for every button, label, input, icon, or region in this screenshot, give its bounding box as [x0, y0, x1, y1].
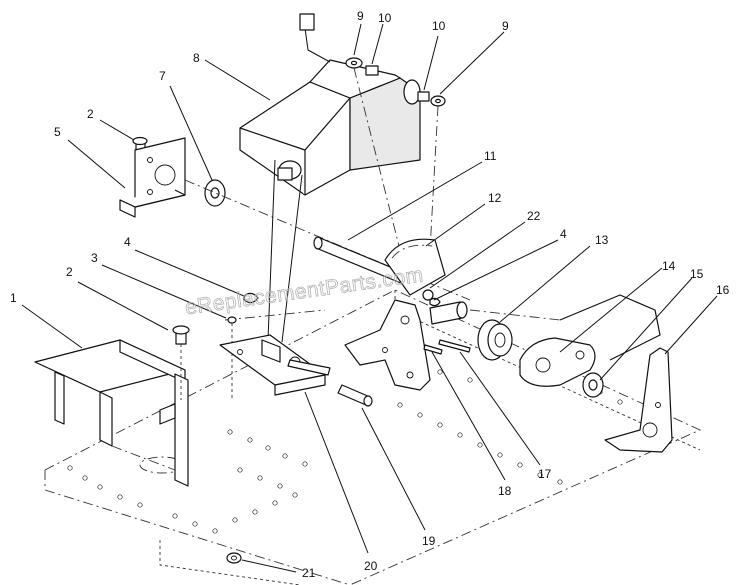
callout-17: 17 [538, 467, 552, 481]
callout-15: 15 [690, 267, 704, 281]
part-10-spacer-left [365, 65, 379, 76]
part-2-bolt-lower [172, 325, 190, 400]
callout-12: 12 [488, 191, 502, 205]
lever-arm [344, 299, 468, 391]
leader-lines [21, 23, 718, 573]
callout-18: 18 [498, 484, 512, 498]
part-10-spacer-right [417, 91, 430, 102]
callout-4-left: 4 [124, 235, 131, 249]
part-8-motor [239, 13, 421, 196]
callout-21: 21 [302, 566, 316, 580]
callout-13: 13 [595, 233, 609, 247]
callout-14: 14 [662, 259, 676, 273]
part-13-bearing [477, 319, 513, 361]
watermark-text: eReplacementParts.com [184, 263, 425, 319]
part-3-pin [227, 316, 237, 400]
part-7-bushing [204, 179, 226, 207]
part-22-pin [422, 289, 434, 301]
callout-20: 20 [364, 559, 378, 573]
callout-4-right: 4 [560, 227, 567, 241]
part-4-clip-left [243, 292, 259, 304]
callout-labels: 1 2 2 3 4 4 5 7 8 9 9 10 10 11 12 13 14 … [10, 9, 730, 580]
part-9-washer-left [345, 57, 363, 69]
side-plate [469, 294, 661, 361]
callout-2-lower: 2 [66, 265, 73, 279]
part-4-clip-right [429, 297, 441, 307]
part-19-sleeve [337, 384, 373, 407]
callout-1: 1 [10, 291, 17, 305]
callout-5: 5 [54, 125, 61, 139]
callout-10-left: 10 [378, 11, 392, 25]
callout-2-upper: 2 [87, 107, 94, 121]
callout-8: 8 [193, 51, 200, 65]
callout-11: 11 [484, 149, 497, 163]
part-20-yoke [219, 334, 331, 396]
callout-22: 22 [527, 209, 541, 223]
callout-19: 19 [422, 534, 436, 548]
part-16-bracket [604, 347, 673, 453]
callout-9-right: 9 [502, 19, 509, 33]
callout-3: 3 [91, 251, 98, 265]
callout-9-left: 9 [357, 9, 364, 23]
part-15-bushing [582, 372, 604, 398]
callout-16: 16 [716, 283, 730, 297]
callout-7: 7 [159, 69, 166, 83]
part-9-washer-right [430, 95, 446, 107]
part-1-bracket [34, 339, 189, 487]
part-14-link [519, 337, 596, 387]
callout-10-right: 10 [432, 19, 446, 33]
part-18-pin [423, 344, 443, 355]
part-12-gear-sector [384, 238, 446, 296]
part-17-roll-pin [438, 339, 471, 353]
part-5-plate [119, 137, 186, 218]
part-21-nut [226, 552, 242, 564]
